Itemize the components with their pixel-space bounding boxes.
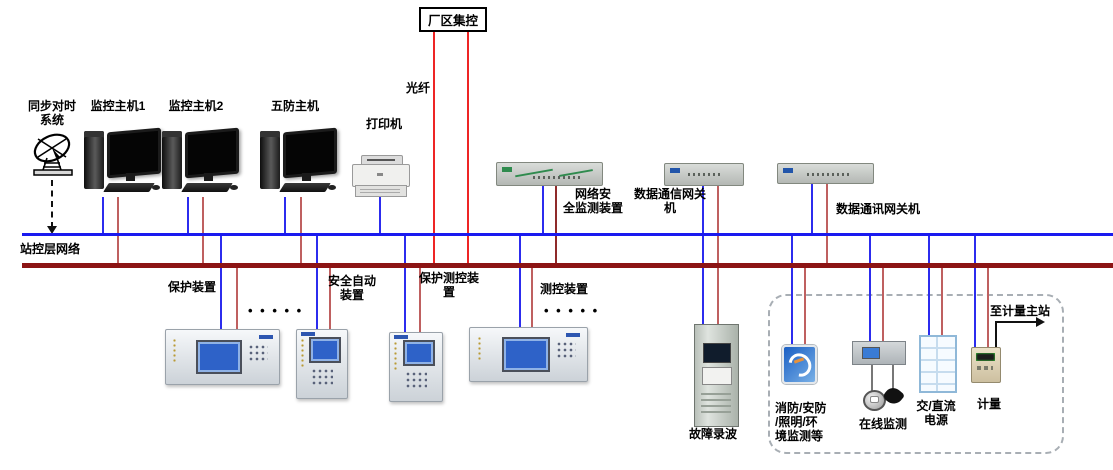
station-bus-label: 站控层网络	[20, 242, 81, 256]
host1-computer-icon	[82, 127, 161, 199]
printer-label: 打印机	[366, 117, 403, 131]
fire-blue-link	[791, 236, 793, 346]
fault-recorder-label: 故障录波	[689, 427, 738, 441]
gateway1-label: 数据通信网关 机	[633, 187, 706, 215]
online-monitor-device-icon	[852, 341, 906, 365]
printer-blue-link	[379, 196, 381, 234]
fire-safety-icon	[782, 345, 817, 384]
sync-system-label: 同步对时 系统	[27, 99, 76, 127]
gateway1-blue-link	[702, 184, 704, 325]
fire-safety-label: 消防/安防 /照明/环 境监测等	[775, 401, 827, 443]
netsec-red-link	[555, 184, 557, 263]
meter-red-link	[987, 268, 989, 348]
five-proof-computer-icon	[258, 127, 337, 199]
station-bus-blue	[22, 233, 1113, 236]
protection-blue-link	[220, 236, 222, 330]
sync-dashed-arrow	[51, 180, 53, 228]
plant-control-box: 厂区集控	[419, 7, 487, 32]
power-cabinet-icon	[919, 335, 957, 393]
protection-label: 保护装置	[168, 280, 217, 294]
five-proof-red-link	[300, 197, 302, 263]
five-proof-blue-link	[284, 197, 286, 234]
protection-device-icon	[165, 329, 280, 385]
metering-label: 计量	[977, 397, 1002, 411]
to-metering-label: 至计量主站	[990, 304, 1051, 318]
metering-arrow-horizontal	[995, 321, 1037, 323]
online-blue-link	[869, 236, 871, 342]
host2-label: 监控主机2	[168, 99, 224, 113]
meter-blue-link	[974, 236, 976, 348]
energy-meter-icon	[971, 347, 1001, 383]
gateway1-red-link	[717, 184, 719, 325]
online-monitor-label: 在线监测	[859, 417, 908, 431]
ctrl-blue-link	[519, 236, 521, 328]
metering-arrow-vertical	[995, 322, 997, 347]
protection-ctrl-blue-link	[404, 236, 406, 333]
protection-ctrl-device-icon	[389, 332, 443, 402]
safety-auto-blue-link	[316, 236, 318, 330]
online-sensor-cable-2	[892, 363, 894, 389]
station-bus-red	[22, 263, 1113, 268]
gateway2-blue-link	[811, 182, 813, 234]
ellipsis-1: • • • • •	[248, 303, 304, 318]
fiber-label: 光纤	[406, 81, 431, 95]
fire-red-link	[804, 268, 806, 346]
fiber-link-2	[467, 27, 469, 263]
gateway2-label: 数据通讯网关机	[836, 202, 921, 216]
host1-label: 监控主机1	[90, 99, 146, 113]
protection-red-link	[236, 268, 238, 330]
safety-auto-label: 安全自动 装置	[327, 274, 376, 302]
host2-computer-icon	[160, 127, 239, 199]
power-red-link	[941, 268, 943, 336]
printer-icon	[352, 155, 410, 197]
power-supply-label: 交/直流 电源	[916, 399, 956, 427]
five-proof-label: 五防主机	[270, 99, 319, 113]
host2-blue-link	[187, 197, 189, 234]
ctrl-label: 测控装置	[540, 282, 589, 296]
gateway2-red-link	[826, 182, 828, 263]
sync-arrowhead	[47, 226, 57, 234]
host1-red-link	[117, 197, 119, 263]
ellipsis-2: • • • • •	[544, 303, 600, 318]
fiber-link-1	[433, 27, 435, 263]
online-sensor-icon	[863, 390, 886, 411]
metering-arrowhead	[1036, 317, 1045, 327]
safety-auto-device-icon	[296, 329, 348, 399]
ctrl-device-icon	[469, 327, 588, 382]
power-blue-link	[928, 236, 930, 336]
auxiliary-group-box	[768, 294, 1064, 454]
protection-ctrl-red-link	[419, 268, 421, 333]
host2-red-link	[202, 197, 204, 263]
fault-recorder-cabinet-icon	[694, 324, 739, 427]
gateway1-device-icon	[664, 163, 744, 186]
protection-ctrl-label: 保护测控装 置	[418, 271, 479, 299]
netsec-blue-link	[542, 184, 544, 234]
safety-auto-red-link	[329, 268, 331, 330]
gateway2-device-icon	[777, 163, 874, 184]
ctrl-red-link	[531, 268, 533, 328]
net-security-label: 网络安 全监测装置	[562, 187, 623, 215]
net-security-device-icon	[496, 162, 603, 186]
online-red-link	[882, 268, 884, 342]
satellite-dish-icon	[33, 133, 73, 176]
host1-blue-link	[102, 197, 104, 234]
online-sensor-cable-1	[871, 363, 873, 391]
